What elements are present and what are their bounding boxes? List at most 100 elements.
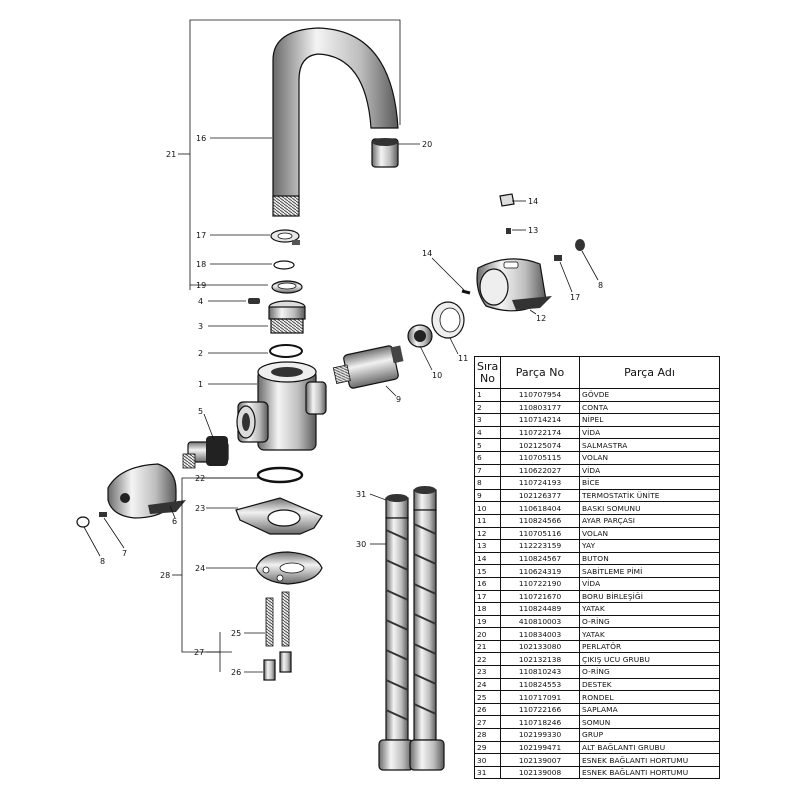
cell-part-name: GÖVDE [579,388,720,402]
cell-part-number: 102125074 [500,438,580,452]
cell-no: 10 [474,501,501,515]
cell-part-name: SOMUN [579,715,720,730]
callout-12: 12 [536,314,546,323]
screw-7 [99,512,107,517]
cell-part-name: VİDA [579,463,720,478]
cell-no: 12 [474,526,501,541]
header-parca-adi: Parça Adı [579,356,720,389]
cell-no: 25 [474,690,501,704]
callout-8-right: 8 [598,281,603,290]
cell-part-number: 110707954 [500,388,580,402]
callout-17: 16 [196,134,206,143]
flexible-hoses [378,486,445,771]
cell-part-number: 110618404 [500,501,580,515]
callout-19: 18 [196,260,206,269]
cell-part-number: 110810243 [500,665,580,679]
table-header-row: Sıra No Parça No Parça Adı [474,356,720,389]
callout-1: 1 [198,380,203,389]
callout-11: 11 [458,354,468,363]
cell-part-number: 110824566 [500,513,580,528]
cell-part-name: BUTON [579,551,720,566]
cell-no: 4 [474,425,501,440]
cell-no: 13 [474,539,501,553]
cell-part-name: ALT BAĞLANTI GRUBU [579,740,720,755]
callout-7: 7 [122,549,127,558]
header-sira: Sıra [477,359,499,373]
cell-no: 2 [474,400,501,415]
button-14 [499,193,515,207]
callout-27: 26 [231,668,241,677]
callout-20: 19 [196,281,206,290]
studs-26 [265,591,290,647]
screw-4 [248,298,260,304]
cartridge-5 [182,436,229,469]
callout-3: 3 [198,322,203,331]
cell-part-name: VİDA [579,576,720,591]
cell-no: 14 [474,551,501,566]
cell-no: 20 [474,627,501,641]
cell-part-name: YATAK [579,602,720,616]
adjuster-11 [431,301,465,339]
cell-part-number: 102199330 [500,728,580,742]
o-ring-23 [256,466,304,484]
callout-5: 5 [198,407,203,416]
cell-part-name: O-RİNG [579,614,720,629]
cell-no: 22 [474,652,501,667]
cell-no: 27 [474,715,501,730]
cell-no: 24 [474,677,501,692]
cell-no: 15 [474,564,501,578]
cell-no: 18 [474,602,501,616]
cell-part-name: PERLATÖR [579,639,720,654]
spout-group-bracket [178,19,401,290]
cell-part-number: 110824567 [500,551,580,566]
cell-no: 6 [474,450,501,465]
cell-part-number: 110722174 [500,425,580,440]
callout-30: 30 [356,540,366,549]
cell-part-number: 102199471 [500,740,580,755]
header-sira-no: Sıra No [474,356,501,389]
callout-2: 2 [198,349,203,358]
cell-part-number: 110721670 [500,589,580,604]
cell-part-number: 102133080 [500,639,580,654]
cell-part-name: BORU BİRLEŞİĞİ [579,589,720,604]
aerator-perlator [371,138,399,168]
callout-29: 28 [160,571,170,580]
spring-13 [506,228,511,234]
gasket-2 [269,344,303,358]
callout-22: 21 [166,150,176,159]
pin-15 [461,289,471,295]
cell-no: 21 [474,639,501,654]
cap-8-left [76,516,90,528]
bearing-20 [271,280,303,294]
callout-15: 14 [422,249,432,258]
callout-8-left: 8 [100,557,105,566]
header-no: No [480,371,495,385]
cell-part-number: 110803177 [500,400,580,415]
cell-part-name: BİCE [579,476,720,490]
cell-part-number: 102126377 [500,488,580,503]
cell-part-name: BASKI SOMUNU [579,501,720,515]
callout-23: 22 [195,474,205,483]
cell-part-name: NİPEL [579,413,720,427]
cell-part-name: ESNEK BAĞLANTI HORTUMU [579,753,720,767]
support-24 [235,497,323,535]
cell-part-name: VİDA [579,425,720,440]
o-ring-19 [273,260,295,270]
